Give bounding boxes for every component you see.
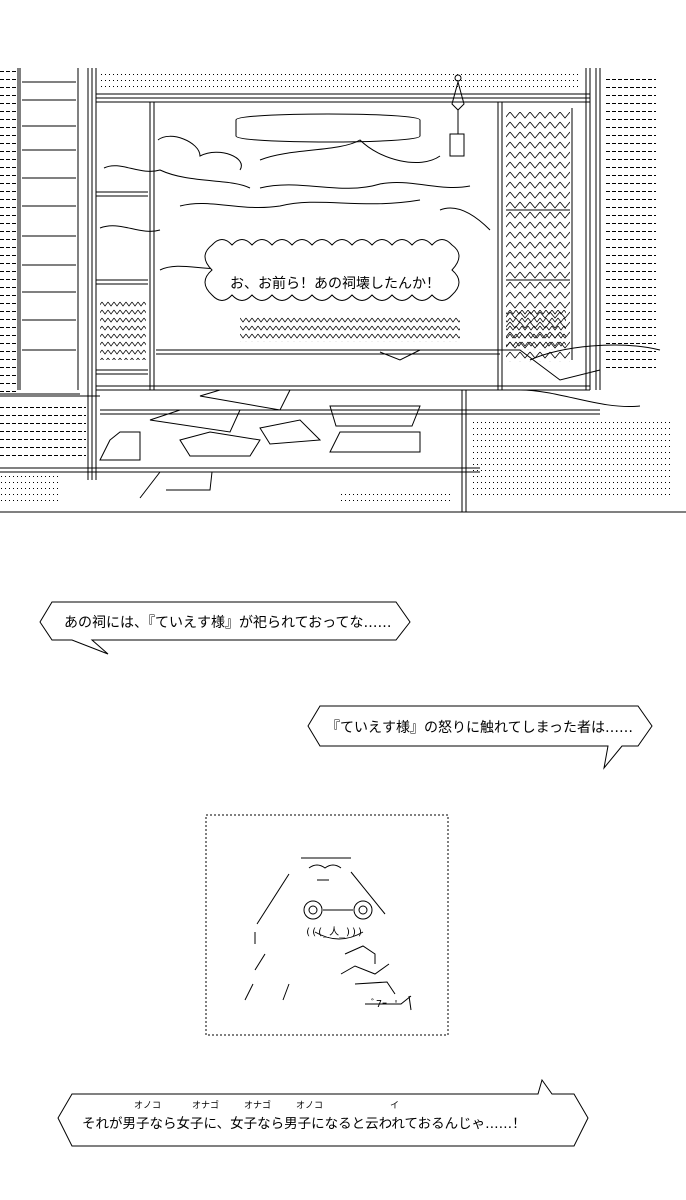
street-rubble (0, 344, 661, 512)
figure-drawing (244, 857, 412, 1011)
left-building (0, 68, 80, 395)
scene-art (0, 68, 686, 513)
figure-bottom: ﾞ7ｰ-' (371, 999, 400, 1010)
bubble-3-ruby-5: イ (390, 1101, 400, 1111)
speech-bubble-3: オノコ オナゴ オナゴ オノコ イ それが男子なら女子に、女子なら男子になると云… (52, 1076, 592, 1158)
lamp-ornament (449, 74, 465, 157)
bubble-3-ruby-2: オナゴ (192, 1101, 220, 1111)
bubble-3-ruby-4: オノコ (296, 1101, 324, 1111)
figure-nose: (((_人_))) (305, 927, 364, 938)
speech-bubble-1: あの祠には、『ていえす様』が祀られておってな…… (36, 598, 416, 668)
bubble-1-text: あの祠には、『ていえす様』が祀られておってな…… (64, 615, 392, 631)
bubble-3-text: それが男子なら女子に、女子なら男子になると云われておるんじゃ……！ (82, 1116, 526, 1132)
right-tower (506, 108, 573, 360)
bubble-2-text: 『ていえす様』の怒りに触れてしまった者は…… (326, 720, 634, 736)
figure-panel: （◎）―（◎） (((_人_))) ﾞ7ｰ-' (205, 814, 449, 1036)
speech-shape (204, 239, 460, 301)
bubble-3-ruby-3: オナゴ (244, 1101, 272, 1111)
scene-speech: お、お前ら！あの祠壊したんか！ (230, 276, 440, 292)
speech-bubble-2: 『ていえす様』の怒りに触れてしまった者は…… (304, 702, 656, 774)
smoke-clouds (99, 113, 491, 271)
scene-panel: お、お前ら！あの祠壊したんか！ (0, 60, 686, 520)
main-building (87, 68, 601, 480)
bubble-3-ruby-1: オノコ (134, 1101, 162, 1111)
